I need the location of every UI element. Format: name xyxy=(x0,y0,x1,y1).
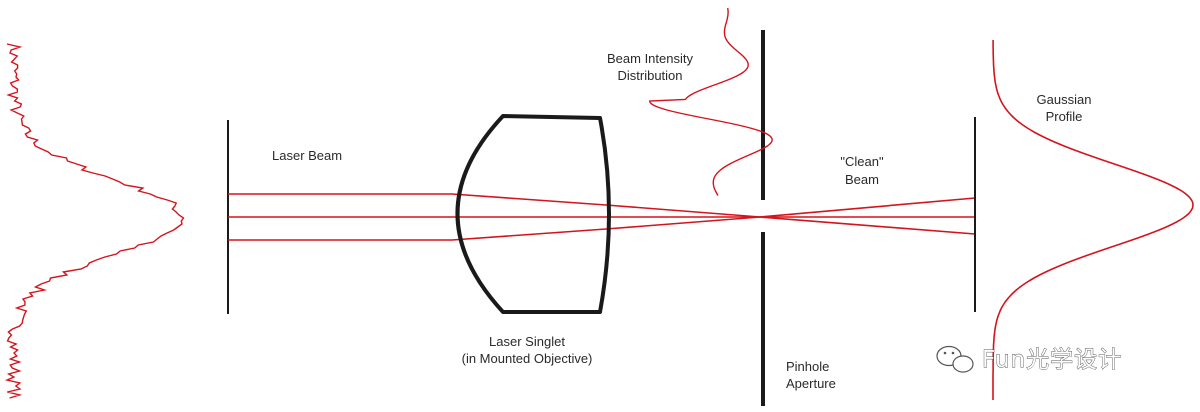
clean-beam-label-line2: Beam xyxy=(845,172,879,187)
pinhole-label-line1: Pinhole xyxy=(786,359,829,374)
watermark: Fun光学设计 xyxy=(936,345,1122,373)
watermark-text: Fun光学设计 xyxy=(982,347,1122,373)
laser-singlet-label-line2: (in Mounted Objective) xyxy=(462,351,593,366)
wechat-logo-icon xyxy=(936,345,974,373)
gaussian-label-line1: Gaussian xyxy=(1037,92,1092,107)
pinhole-label-line2: Aperture xyxy=(786,376,836,391)
beam-intensity-label-line1: Beam Intensity xyxy=(607,51,693,66)
clean-beam-label-line1: "Clean" xyxy=(840,154,884,169)
laser-rays xyxy=(228,193,976,241)
beam-intensity-distribution-curve xyxy=(648,7,773,196)
lower-ray xyxy=(228,197,976,241)
laser-singlet-lens xyxy=(455,114,611,314)
noisy-input-profile-curve xyxy=(4,43,185,399)
laser-beam-label: Laser Beam xyxy=(272,148,342,163)
beam-intensity-label-line2: Distribution xyxy=(617,68,682,83)
upper-ray xyxy=(228,193,976,235)
gaussian-profile-curve xyxy=(992,40,1194,400)
laser-singlet-label-line1: Laser Singlet xyxy=(489,334,565,349)
gaussian-label-line2: Profile xyxy=(1046,109,1083,124)
